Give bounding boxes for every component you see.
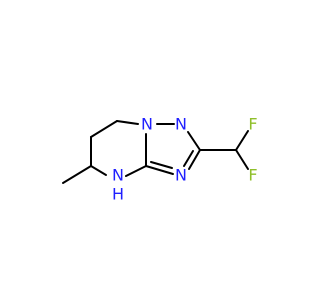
atom-h-label: H xyxy=(112,185,124,204)
atom-nh-label: N xyxy=(112,166,124,185)
bond-c7-n1 xyxy=(116,120,139,125)
molecule-structure-canvas: N N N N H F F xyxy=(62,115,258,204)
atom-f2-label: F xyxy=(248,166,257,185)
bond-c6-c7 xyxy=(90,120,118,138)
atom-label-layer: N N N N H F F xyxy=(112,115,258,204)
bond-ch3-c5 xyxy=(62,165,92,184)
bond-c8a-nh xyxy=(125,165,147,177)
atom-n3-label: N xyxy=(175,166,187,185)
bond-nh-c5 xyxy=(90,165,107,176)
bond-n2-c2 xyxy=(187,131,201,151)
bond-c2-n3-b xyxy=(183,150,194,167)
atom-n1-label: N xyxy=(141,115,153,134)
bond-layer xyxy=(62,120,249,184)
bond-chf2-f2 xyxy=(235,149,249,170)
bond-n3-c8a-b xyxy=(150,161,173,169)
atom-f1-label: F xyxy=(248,115,257,134)
bond-n3-c8a-a xyxy=(145,165,174,175)
atom-n2-label: N xyxy=(175,115,187,134)
bond-c2-n3-a xyxy=(188,149,201,170)
bond-chf2-f1 xyxy=(235,130,249,151)
